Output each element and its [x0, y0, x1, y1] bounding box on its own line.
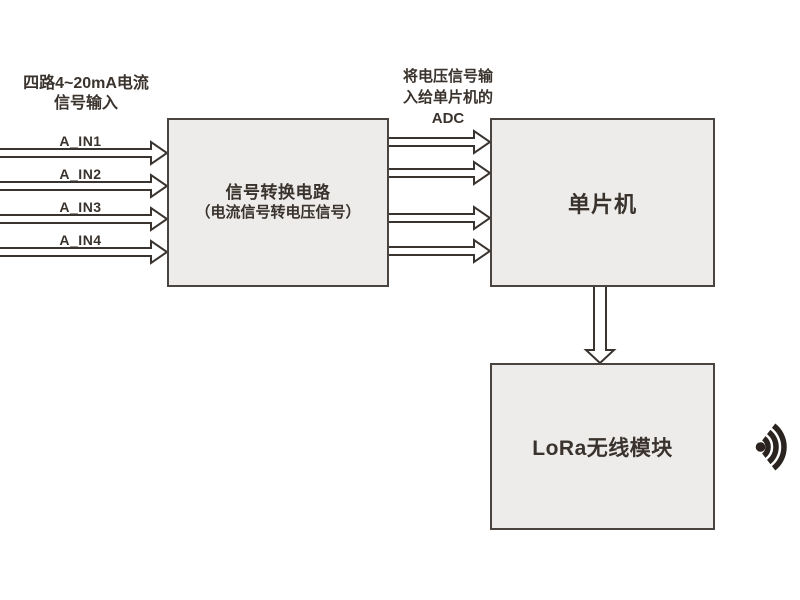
adc-note-line2: 入给单片机的 [402, 89, 493, 106]
wireless-signal-icon [755, 423, 787, 471]
signal-converter-title: 信号转换电路 [225, 182, 331, 202]
signal-converter-subtitle: （电流信号转电压信号） [195, 203, 361, 221]
block-lora: LoRa无线模块 [490, 363, 715, 530]
input-caption: 四路4~20mA电流 信号输入 [8, 74, 164, 114]
block-signal-converter: 信号转换电路 （电流信号转电压信号） [167, 118, 389, 287]
input-channel-label-3: A_IN3 [59, 199, 102, 215]
input-caption-line1: 四路4~20mA电流 [23, 75, 149, 92]
block-mcu: 单片机 [490, 118, 715, 287]
mcu-title: 单片机 [567, 191, 637, 217]
input-caption-line2: 信号输入 [53, 95, 118, 112]
input-channel-label-4: A_IN4 [59, 232, 102, 248]
adc-arrow-3 [387, 205, 492, 231]
adc-note-line3: ADC [431, 110, 465, 127]
input-channel-label-2: A_IN2 [59, 166, 102, 182]
adc-arrow-4 [387, 238, 492, 264]
lora-title: LoRa无线模块 [532, 436, 673, 460]
adc-arrow-1 [387, 129, 492, 155]
input-channel-label-1: A_IN1 [59, 133, 102, 149]
adc-note-line1: 将电压信号输 [402, 68, 493, 85]
adc-arrow-2 [387, 160, 492, 186]
adc-note: 将电压信号输 入给单片机的 ADC [367, 66, 529, 129]
mcu-to-lora-arrow [583, 285, 617, 365]
